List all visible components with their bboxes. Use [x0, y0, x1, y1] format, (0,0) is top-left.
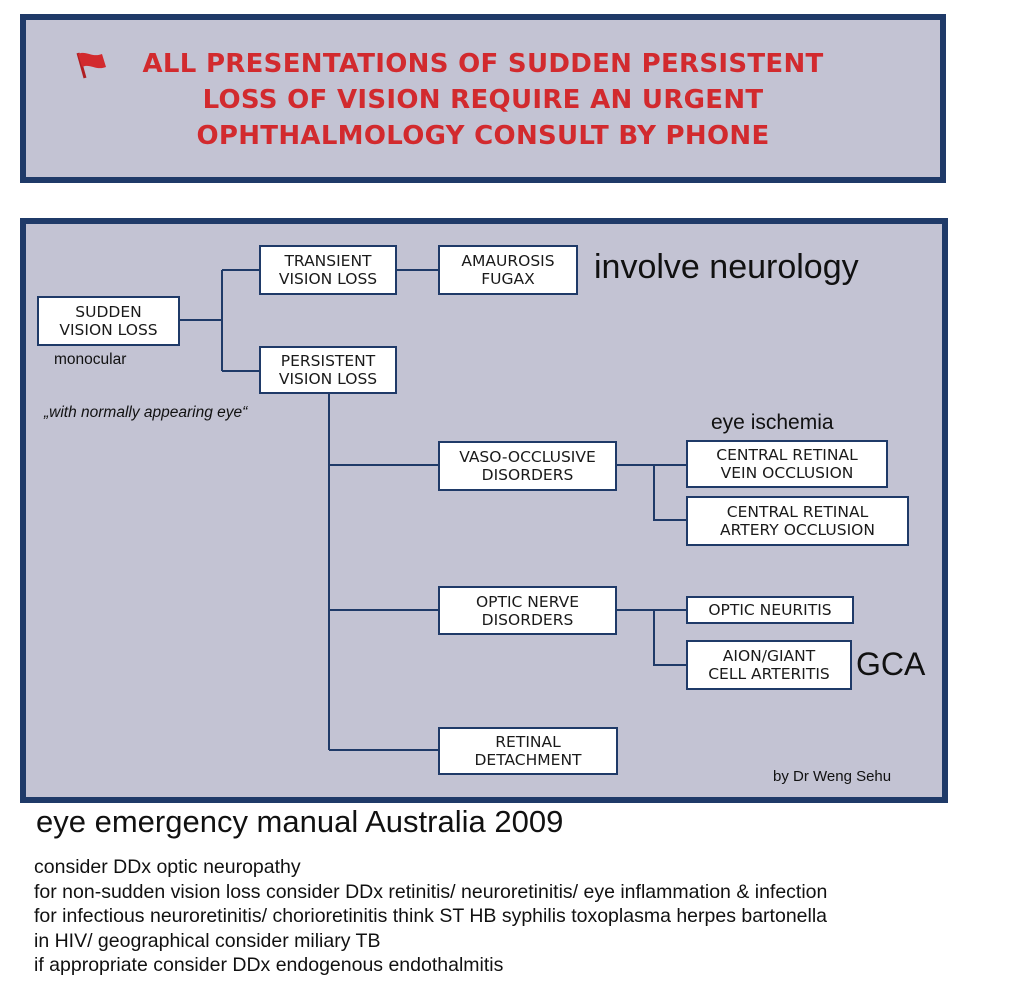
footer-note-2: for non-sudden vision loss consider DDx … — [34, 880, 828, 903]
node-transient-line-2: VISION LOSS — [278, 270, 378, 288]
node-optic-neuritis-line-1: OPTIC NEURITIS — [708, 601, 832, 619]
note-normal-eye: „with normally appearing eye“ — [44, 404, 248, 421]
footer-notes: consider DDx optic neuropathy for non-su… — [34, 855, 827, 978]
node-optic-nerve-line-1: OPTIC NERVE — [475, 592, 580, 611]
alert-banner: ALL PRESENTATIONS OF SUDDEN PERSISTENT L… — [20, 14, 946, 183]
node-amaurosis-line-2: FUGAX — [481, 270, 535, 288]
node-crvo-line-2: VEIN OCCLUSION — [720, 464, 854, 482]
node-sudden-vision-loss: SUDDEN VISION LOSS — [37, 296, 180, 346]
footer-note-4: in HIV/ geographical consider miliary TB — [34, 929, 381, 952]
node-optic-neuritis: OPTIC NEURITIS — [686, 596, 854, 624]
alert-line-1: ALL PRESENTATIONS OF SUDDEN PERSISTENT — [142, 49, 824, 79]
node-amaurosis-line-1: AMAUROSIS — [461, 252, 555, 270]
node-persistent-line-2: VISION LOSS — [278, 370, 378, 388]
node-persistent-vision-loss: PERSISTENT VISION LOSS — [259, 346, 397, 394]
node-vaso-occlusive-disorders: VASO-OCCLUSIVE DISORDERS — [438, 441, 617, 491]
node-sudden-line-1: SUDDEN — [75, 303, 142, 321]
note-monocular: monocular — [54, 351, 127, 368]
footer-note-1: consider DDx optic neuropathy — [34, 856, 301, 878]
note-eye-ischemia: eye ischemia — [711, 411, 834, 434]
footer-title: eye emergency manual Australia 2009 — [36, 804, 564, 839]
note-gca: GCA — [856, 646, 926, 682]
alert-line-3: OPHTHALMOLOGY CONSULT BY PHONE — [196, 121, 770, 151]
node-amaurosis-fugax: AMAUROSIS FUGAX — [438, 245, 578, 295]
alert-message: ALL PRESENTATIONS OF SUDDEN PERSISTENT L… — [26, 46, 940, 154]
node-sudden-line-2: VISION LOSS — [59, 321, 158, 339]
node-aion-line-2: CELL ARTERITIS — [708, 665, 830, 683]
node-transient-line-1: TRANSIENT — [284, 252, 372, 270]
alert-line-2: LOSS OF VISION REQUIRE AN URGENT — [202, 85, 764, 115]
node-retinal-detachment: RETINAL DETACHMENT — [438, 727, 618, 775]
footer-note-3: for infectious neuroretinitis/ chorioret… — [34, 905, 828, 927]
connector-vaso-branch — [653, 465, 686, 521]
node-detachment-line-2: DETACHMENT — [474, 751, 582, 769]
node-crao-line-2: ARTERY OCCLUSION — [720, 521, 875, 539]
node-persistent-line-1: PERSISTENT — [280, 352, 376, 370]
note-involve-neurology: involve neurology — [594, 248, 859, 286]
note-author: by Dr Weng Sehu — [773, 768, 892, 785]
connector-optic-branch — [653, 610, 686, 666]
node-detachment-line-1: RETINAL — [495, 733, 561, 751]
node-vaso-line-1: VASO-OCCLUSIVE — [459, 448, 596, 466]
node-crao-line-1: CENTRAL RETINAL — [726, 503, 869, 521]
node-vaso-line-2: DISORDERS — [481, 466, 574, 484]
node-transient-vision-loss: TRANSIENT VISION LOSS — [259, 245, 397, 295]
red-flag-icon — [76, 52, 106, 79]
node-central-retinal-artery-occlusion: CENTRAL RETINAL ARTERY OCCLUSION — [686, 496, 909, 546]
node-crvo-line-1: CENTRAL RETINAL — [716, 446, 858, 464]
footer-note-5: if appropriate consider DDx endogenous e… — [34, 954, 504, 976]
node-aion-giant-cell-arteritis: AION/GIANT CELL ARTERITIS — [686, 640, 852, 690]
node-optic-nerve-line-2: DISORDERS — [481, 610, 574, 629]
node-central-retinal-vein-occlusion: CENTRAL RETINAL VEIN OCCLUSION — [686, 440, 888, 488]
node-aion-line-1: AION/GIANT — [722, 647, 816, 665]
node-optic-nerve-disorders: OPTIC NERVE DISORDERS — [438, 586, 617, 635]
